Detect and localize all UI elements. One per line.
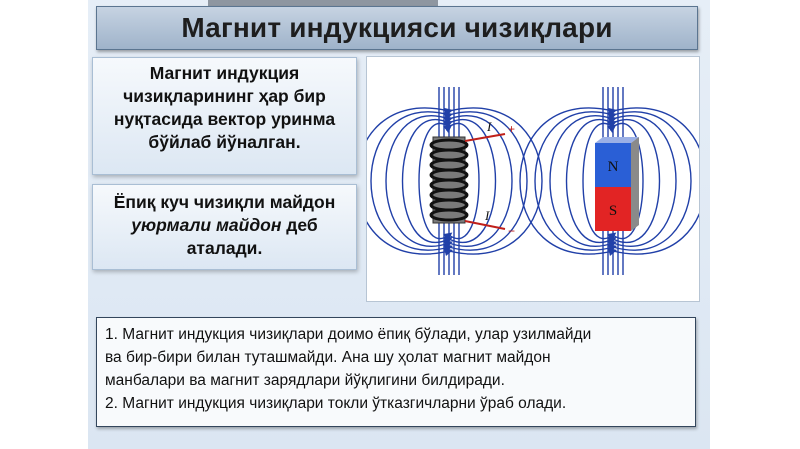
bar-magnet: N S [595, 137, 639, 231]
summary-note-box: 1. Магнит индукция чизиқлари доимо ёпиқ … [96, 317, 696, 427]
south-label: S [609, 203, 617, 219]
plus-sign: + [508, 122, 515, 136]
coil-field-line [401, 120, 497, 243]
vortex-term: уюрмали майдон [131, 215, 282, 235]
coil-turn [429, 208, 469, 222]
minus-sign: − [508, 224, 515, 238]
top-bar [208, 0, 438, 6]
coil-field-line [370, 112, 528, 250]
slide-title-banner: Магнит индукцияси чизиқлари [96, 6, 698, 50]
note-line: 2. Магнит индукция чизиқлари токли ўтказ… [105, 395, 567, 412]
magnet-field-line [534, 112, 692, 250]
vortex-line-2: уюрмали майдон деб [93, 214, 356, 237]
definition-line: нуқтасида вектор уринма [113, 109, 336, 129]
magnet-south-pole [595, 187, 631, 231]
field-lines-figure: I + I − N S [355, 56, 707, 302]
note-line: ва бир-бири билан туташмайди. Ана шу ҳол… [105, 349, 551, 366]
magnet-field-line [582, 123, 644, 238]
vortex-line-1: Ёпиқ куч чизиқли майдон [113, 192, 336, 212]
coil-wire-top [464, 133, 506, 142]
note-line: манбалари ва магнит зарядлари йўқлигини … [105, 372, 505, 389]
magnet-field-line [549, 116, 677, 247]
coil-field-line [385, 116, 513, 247]
current-label-bottom: I [484, 208, 490, 223]
coil-wire-bottom [464, 220, 506, 230]
note-line: 1. Магнит индукция чизиқлари доимо ёпиқ … [105, 326, 592, 343]
definition-line: Магнит индукция [149, 63, 300, 83]
vortex-line-3: аталади. [186, 238, 263, 258]
definition-line: чизиқларининг ҳар бир [123, 86, 326, 106]
north-label: N [608, 159, 619, 175]
coil-field-line [418, 123, 480, 238]
definition-line: бўйлаб йўналган. [148, 132, 301, 152]
magnet-field-line [565, 120, 661, 243]
vortex-line-2-rest: деб [281, 215, 318, 235]
definition-box: Магнит индукция чизиқларининг ҳар бир ну… [92, 57, 357, 175]
solenoid-coil: I + I − [429, 119, 515, 238]
vortex-field-box: Ёпиқ куч чизиқли майдон уюрмали майдон д… [92, 184, 357, 270]
field-lines-diagram: I + I − N S [355, 87, 707, 275]
slide-title: Магнит индукцияси чизиқлари [181, 12, 613, 43]
magnet-north-pole [595, 143, 631, 187]
current-label-top: I [486, 119, 492, 134]
